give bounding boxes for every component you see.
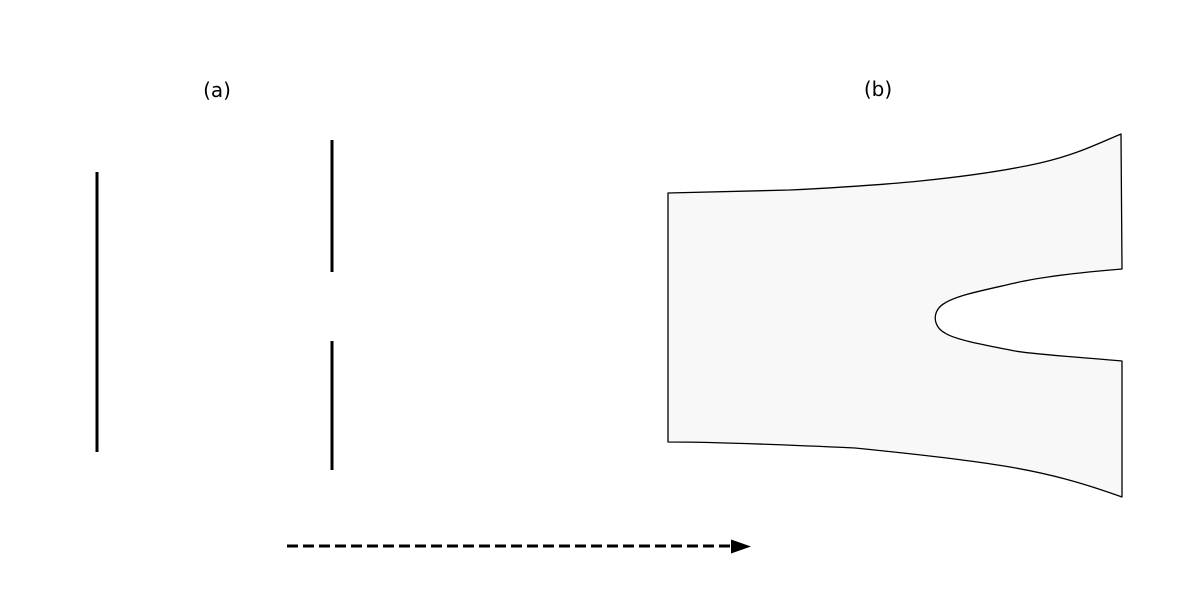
direction-arrow (287, 539, 751, 554)
panel-b-label: (b) (864, 77, 892, 101)
panel-b: (b) (667, 77, 1123, 498)
panel-a: (a) (95, 78, 334, 470)
arrowhead-icon (731, 539, 751, 554)
panel-a-label: (a) (203, 78, 231, 102)
forked-flow-shape (667, 133, 1123, 498)
